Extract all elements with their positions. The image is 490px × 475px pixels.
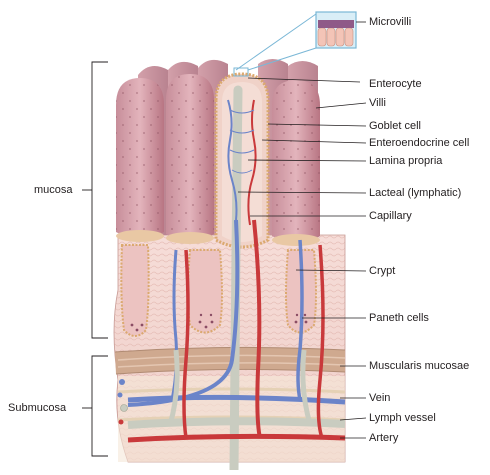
label-paneth-cells: Paneth cells [369, 312, 429, 325]
submucosa-bracket [82, 356, 108, 456]
label-enteroendocrine-cell: Enteroendocrine cell [369, 137, 469, 150]
label-capillary: Capillary [369, 210, 412, 223]
mucosa-bracket [82, 62, 108, 338]
label-artery: Artery [369, 432, 398, 445]
label-enterocyte: Enterocyte [369, 78, 422, 91]
label-muscularis-mucosae: Muscularis mucosae [369, 360, 469, 373]
label-lymph-vessel: Lymph vessel [369, 412, 436, 425]
label-lacteal: Lacteal (lymphatic) [369, 187, 461, 200]
label-lamina-propria: Lamina propria [369, 155, 442, 168]
label-villi: Villi [369, 97, 386, 110]
label-goblet-cell: Goblet cell [369, 120, 421, 133]
label-crypt: Crypt [369, 265, 395, 278]
label-vein: Vein [369, 392, 390, 405]
label-microvilli: Microvilli [369, 16, 411, 29]
label-submucosa: Submucosa [8, 402, 66, 415]
label-mucosa: mucosa [34, 184, 73, 197]
